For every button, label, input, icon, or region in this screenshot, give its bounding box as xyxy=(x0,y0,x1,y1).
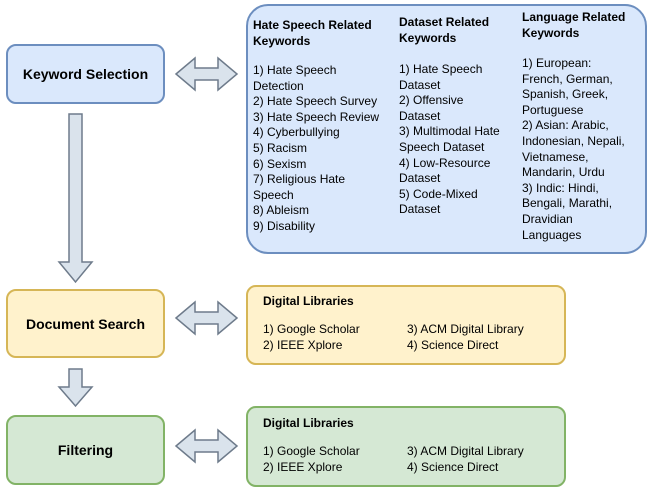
down-arrow-long xyxy=(57,113,94,284)
list-item: Vietnamese, xyxy=(522,149,589,164)
dataset-keywords-title: Dataset Related Keywords xyxy=(399,15,490,45)
search-libraries-right: 3) ACM Digital Library 4) Science Direct xyxy=(407,322,524,353)
list-item: 3) ACM Digital Library xyxy=(407,322,524,336)
list-item: Dataset xyxy=(399,77,441,92)
list-item: 1) European: xyxy=(522,56,592,70)
list-item: Bengali, Marathi, xyxy=(522,196,613,211)
search-libraries-panel xyxy=(246,285,566,365)
list-item: Speech Dataset xyxy=(399,139,485,154)
list-item: Portuguese xyxy=(522,102,584,117)
list-item: 9) Disability xyxy=(253,218,316,233)
list-item: 1) Google Scholar xyxy=(263,322,360,336)
down-arrow-short xyxy=(57,368,94,408)
double-arrow-filtering xyxy=(174,428,239,464)
list-item: Dataset xyxy=(399,171,441,186)
list-item: 1) Hate Speech xyxy=(399,62,483,76)
list-item: Detection xyxy=(253,78,304,93)
language-keywords-list: 1) European: French, German, Spanish, Gr… xyxy=(522,56,625,243)
keyword-selection-box: Keyword Selection xyxy=(6,44,165,104)
language-keywords-title: Language Related Keywords xyxy=(522,10,626,40)
list-item: 2) IEEE Xplore xyxy=(263,459,343,474)
double-arrow-keywords xyxy=(174,56,239,92)
list-item: 3) Indic: Hindi, xyxy=(522,180,599,195)
list-item: 4) Science Direct xyxy=(407,459,499,474)
list-item: Dataset xyxy=(399,202,441,217)
list-item: French, German, xyxy=(522,71,613,86)
hate-speech-keywords-list: 1) Hate Speech Detection 2) Hate Speech … xyxy=(253,63,379,235)
list-item: 2) Offensive xyxy=(399,93,464,108)
list-item: Speech xyxy=(253,187,294,202)
list-item: 6) Sexism xyxy=(253,156,307,171)
list-item: 5) Racism xyxy=(253,140,308,155)
list-item: 7) Religious Hate xyxy=(253,172,346,187)
keywords-panel xyxy=(246,4,647,254)
list-item: Dravidian xyxy=(522,211,573,226)
search-libraries-left: 1) Google Scholar 2) IEEE Xplore xyxy=(263,322,360,353)
filter-libraries-right: 3) ACM Digital Library 4) Science Direct xyxy=(407,444,524,475)
hate-speech-keywords-title: Hate Speech Related Keywords xyxy=(253,18,372,48)
list-item: 8) Ableism xyxy=(253,203,310,218)
double-arrow-document-search xyxy=(174,300,239,336)
document-search-label: Document Search xyxy=(25,315,146,332)
list-item: 4) Low-Resource xyxy=(399,155,491,170)
keyword-selection-label: Keyword Selection xyxy=(22,66,149,82)
list-item: 2) Asian: Arabic, xyxy=(522,118,609,133)
list-item: 2) Hate Speech Survey xyxy=(253,94,378,109)
filter-libraries-left: 1) Google Scholar 2) IEEE Xplore xyxy=(263,444,360,475)
list-item: Spanish, Greek, xyxy=(522,87,609,102)
search-libraries-title: Digital Libraries xyxy=(263,294,354,308)
list-item: 4) Science Direct xyxy=(407,337,499,352)
dataset-keywords-list: 1) Hate Speech Dataset 2) Offensive Data… xyxy=(399,62,500,218)
filtering-box: Filtering xyxy=(6,415,165,485)
filtering-label: Filtering xyxy=(57,442,114,458)
filter-libraries-panel xyxy=(246,406,566,487)
list-item: 3) ACM Digital Library xyxy=(407,444,524,458)
list-item: 3) Multimodal Hate xyxy=(399,124,500,139)
list-item: 4) Cyberbullying xyxy=(253,125,340,140)
list-item: 3) Hate Speech Review xyxy=(253,109,380,124)
list-item: 5) Code-Mixed xyxy=(399,186,478,201)
list-item: 1) Hate Speech xyxy=(253,63,337,77)
list-item: 2) IEEE Xplore xyxy=(263,337,343,352)
list-item: Dataset xyxy=(399,108,441,123)
list-item: 1) Google Scholar xyxy=(263,444,360,458)
document-search-box: Document Search xyxy=(6,289,165,358)
list-item: Languages xyxy=(522,227,582,242)
filter-libraries-title: Digital Libraries xyxy=(263,416,354,430)
list-item: Indonesian, Nepali, xyxy=(522,133,625,148)
list-item: Mandarin, Urdu xyxy=(522,165,605,180)
